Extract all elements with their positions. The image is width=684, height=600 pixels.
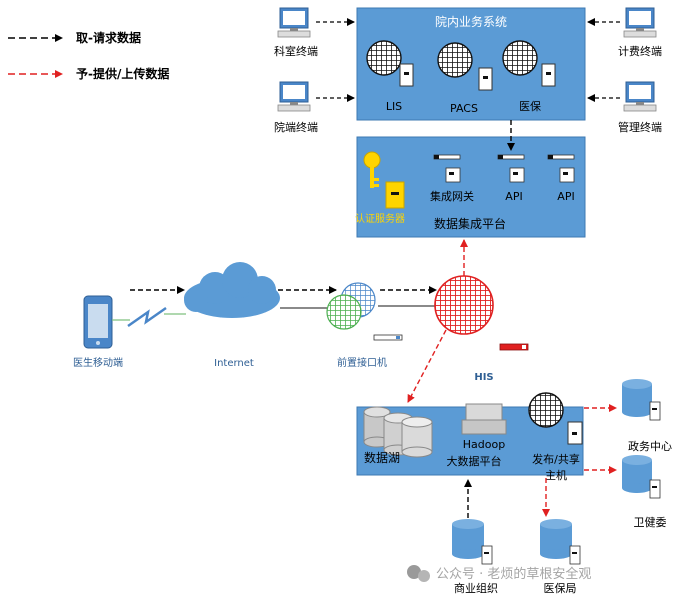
internet-cloud-icon	[184, 262, 280, 318]
database-icon	[452, 519, 493, 565]
computer-icon	[623, 7, 657, 38]
mobile-label: 医生移动端	[73, 356, 123, 369]
publish-label-line1: 发布/共享	[532, 452, 580, 466]
health-commission-label: 卫健委	[634, 516, 667, 529]
globe-icon	[528, 392, 564, 428]
legend: 取-请求数据 予-提供/上传数据	[8, 30, 169, 81]
publish-label-line2: 主机	[545, 468, 567, 482]
globe-icon	[326, 294, 362, 330]
hadoop-server-icon	[461, 403, 507, 435]
wechat-icon	[407, 565, 430, 582]
gateway-label-1: API	[505, 190, 522, 203]
commercial-label: 商业组织	[454, 581, 498, 595]
his-node: HIS	[434, 275, 529, 383]
terminal-management-label: 管理终端	[618, 120, 662, 134]
terminal-billing: 计费终端	[587, 7, 662, 58]
computer-icon	[277, 7, 311, 38]
his-label: HIS	[474, 372, 493, 383]
hadoop-label-line1: Hadoop	[463, 438, 505, 451]
lis-server	[366, 40, 414, 87]
his-system-title: 院内业务系统	[435, 14, 507, 29]
database-icon	[540, 519, 581, 565]
gov-center: 政务中心	[622, 379, 672, 453]
database-icon	[363, 406, 433, 458]
auth-server-label: 认证服务器	[355, 212, 405, 225]
big-data-panel: 数据湖 Hadoop 大数据平台 发布/共享 主机	[356, 392, 584, 482]
pacs-server	[437, 42, 493, 91]
insurance-bureau: 医保局	[540, 519, 581, 595]
gateway-label-0: 集成网关	[430, 189, 474, 203]
mobile-device: 医生移动端	[73, 295, 123, 369]
globe-icon	[502, 40, 538, 76]
rack-server-icon	[373, 334, 403, 341]
key-icon	[363, 151, 381, 188]
globe-icon	[366, 40, 402, 76]
globe-icon	[437, 42, 473, 78]
auth-server-icon	[385, 181, 405, 209]
database-icon	[622, 379, 661, 421]
api-icon	[547, 154, 575, 183]
hadoop-label-line2: 大数据平台	[447, 454, 502, 468]
integration-platform-panel: 认证服务器 集成网关 API API 数据集成平台	[355, 136, 586, 238]
server-label-insurance: 医保	[519, 99, 541, 113]
server-label-lis: LIS	[386, 100, 402, 113]
phone-icon	[83, 295, 113, 349]
legend-provide-label: 予-提供/上传数据	[76, 66, 169, 81]
computer-icon	[277, 81, 311, 112]
integration-platform-title: 数据集成平台	[434, 216, 506, 231]
watermark: 公众号 · 老烦的草根安全观	[407, 565, 591, 582]
server-label-pacs: PACS	[450, 102, 478, 115]
rack-server-icon	[499, 343, 529, 351]
terminal-dept-label: 科室终端	[274, 44, 318, 58]
gov-center-label: 政务中心	[628, 439, 672, 453]
computer-icon	[623, 81, 657, 112]
legend-fetch-label: 取-请求数据	[76, 30, 141, 45]
gateway-label-2: API	[557, 190, 574, 203]
terminal-hospital-label: 院端终端	[274, 120, 318, 134]
terminal-dept: 科室终端	[274, 7, 355, 58]
front-machine-label: 前置接口机	[337, 356, 387, 369]
provide-arrow-his-to-lake	[407, 329, 447, 403]
database-icon	[622, 455, 661, 499]
globe-icon	[434, 275, 494, 335]
front-machine: 前置接口机	[326, 282, 403, 369]
terminal-billing-label: 计费终端	[618, 44, 662, 58]
insurance-bureau-label: 医保局	[544, 581, 577, 595]
wireless-link-icon	[112, 306, 186, 328]
api-icon	[497, 154, 525, 183]
commercial-org: 商业组织	[452, 519, 498, 595]
publish-server	[528, 392, 583, 445]
insurance-server	[502, 40, 556, 87]
internet-label: Internet	[214, 358, 254, 369]
health-commission: 卫健委	[622, 455, 667, 529]
gateway-icon	[433, 154, 461, 183]
watermark-text: 公众号 · 老烦的草根安全观	[436, 566, 591, 582]
terminal-management: 管理终端	[587, 81, 662, 134]
his-system-panel: 院内业务系统 LIS PACS 医保	[356, 7, 586, 121]
terminal-hospital: 院端终端	[274, 81, 355, 134]
data-lake-label: 数据湖	[364, 450, 400, 465]
